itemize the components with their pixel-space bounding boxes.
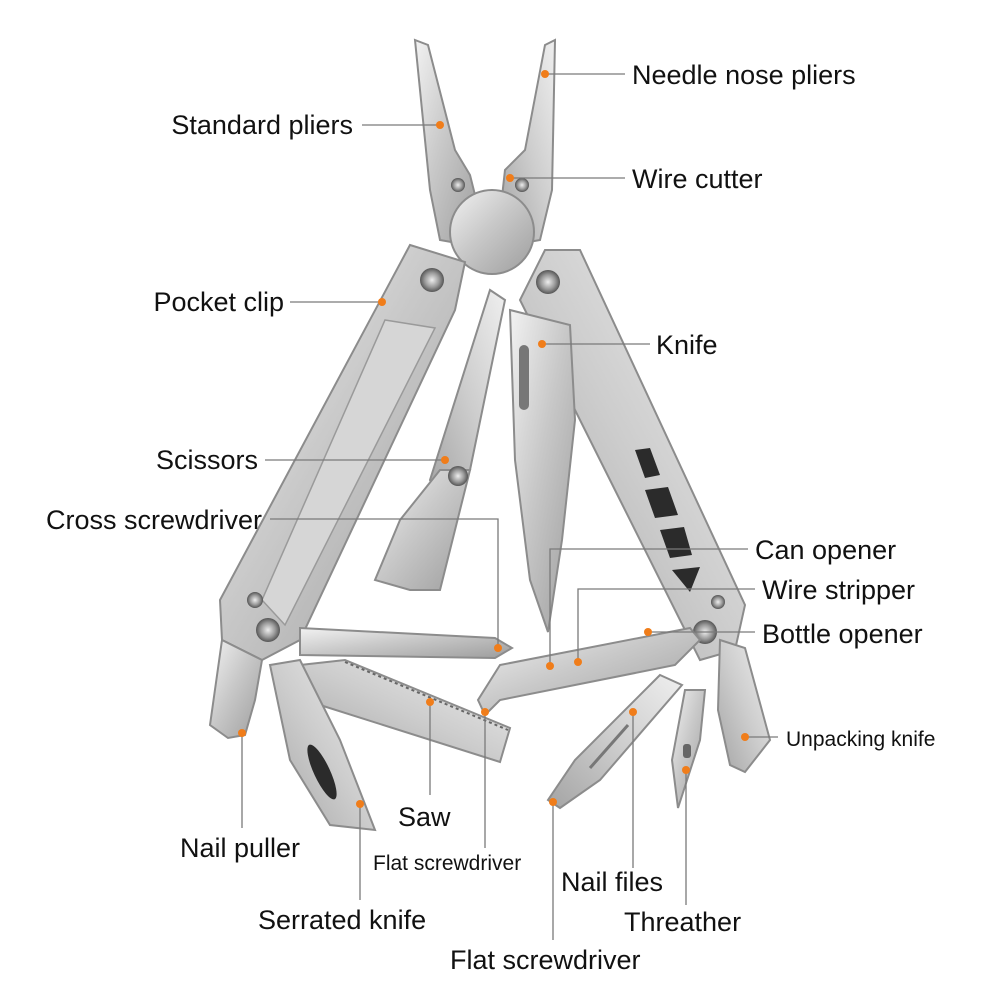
label-needle-nose-pliers: Needle nose pliers <box>632 60 856 90</box>
callout-labels: Needle nose pliers Standard pliers Wire … <box>46 60 935 975</box>
dot-flat-screwdriver-small <box>481 708 489 716</box>
jaw-rivet-right <box>515 178 529 192</box>
multitool-illustration <box>208 38 772 832</box>
label-flat-screwdriver-small: Flat screwdriver <box>373 852 521 875</box>
label-standard-pliers: Standard pliers <box>171 110 353 140</box>
unpacking-knife-blade <box>716 638 772 774</box>
label-can-opener: Can opener <box>755 535 896 565</box>
leader-can-opener <box>549 548 748 666</box>
dot-standard-pliers <box>436 121 444 129</box>
serrated-knife-blade <box>268 658 377 832</box>
dot-flat-screwdriver-large <box>549 798 557 806</box>
dot-bottle-opener <box>644 628 652 636</box>
scissors-handle <box>373 469 472 591</box>
dot-wire-cutter <box>506 174 514 182</box>
scissors-pivot <box>448 466 468 486</box>
dot-cross-screwdriver <box>494 644 502 652</box>
cross-screwdriver-arm <box>299 626 514 660</box>
jaw-rivet-left <box>451 178 465 192</box>
dot-nail-files <box>629 708 637 716</box>
left-handle-rivet-top <box>420 268 444 292</box>
dot-wire-stripper <box>574 658 582 666</box>
label-wire-cutter: Wire cutter <box>632 164 763 194</box>
leader-wire-stripper <box>577 588 755 662</box>
dot-scissors <box>441 456 449 464</box>
label-scissors: Scissors <box>156 445 258 475</box>
dot-can-opener <box>546 662 554 670</box>
dot-knife <box>538 340 546 348</box>
right-handle-rivet-top <box>536 270 560 294</box>
left-handle-rivet-mid <box>247 592 263 608</box>
threather-eye <box>683 744 691 758</box>
left-handle-rivet-bottom <box>256 618 280 642</box>
label-pocket-clip: Pocket clip <box>153 287 284 317</box>
label-nail-files: Nail files <box>561 867 663 897</box>
dot-needle-nose-pliers <box>541 70 549 78</box>
knife-thumb-slot <box>519 345 529 410</box>
dot-serrated-knife <box>356 800 364 808</box>
right-handle-slots <box>635 448 700 592</box>
callout-dots <box>238 70 749 808</box>
label-saw: Saw <box>398 802 451 832</box>
dot-threather <box>682 766 690 774</box>
label-knife: Knife <box>656 330 718 360</box>
label-threather: Threather <box>624 907 741 937</box>
leader-cross-screwdriver <box>270 518 499 648</box>
label-nail-puller: Nail puller <box>180 833 300 863</box>
nail-file-groove <box>588 724 630 769</box>
right-handle-rivet-small <box>711 595 725 609</box>
dot-pocket-clip <box>378 298 386 306</box>
dot-nail-puller <box>238 729 246 737</box>
plier-pivot <box>449 189 535 275</box>
label-bottle-opener: Bottle opener <box>762 619 923 649</box>
dot-saw <box>426 698 434 706</box>
pocket-clip-plate <box>261 319 437 627</box>
serrated-knife-hole <box>307 744 337 800</box>
label-flat-screwdriver-large: Flat screwdriver <box>450 945 641 975</box>
label-unpacking-knife: Unpacking knife <box>786 728 935 751</box>
label-serrated-knife: Serrated knife <box>258 905 426 935</box>
bottle-can-opener-bar <box>476 626 702 717</box>
label-cross-screwdriver: Cross screwdriver <box>46 505 262 535</box>
label-wire-stripper: Wire stripper <box>762 575 915 605</box>
dot-unpacking-knife <box>741 733 749 741</box>
callout-leaders <box>241 73 778 940</box>
